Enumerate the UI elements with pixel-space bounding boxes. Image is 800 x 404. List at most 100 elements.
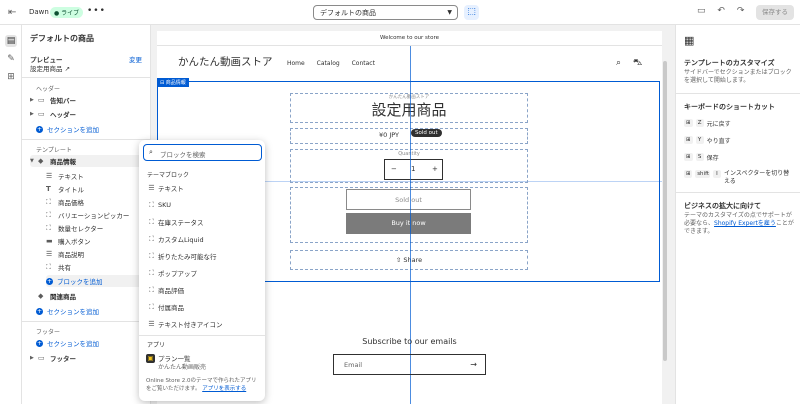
undo-icon[interactable]: ↶	[717, 6, 725, 16]
popover-item-inventory[interactable]: ⛶在庫ステータス	[145, 215, 259, 229]
block-icon: ⛶	[46, 262, 51, 271]
quantity-minus[interactable]: −	[391, 165, 397, 173]
block-icon: ⛶	[149, 302, 154, 311]
sidebar-item-header[interactable]: ▶ ▭ ヘッダー	[30, 110, 76, 119]
add-section-button[interactable]: + セクションを追加	[36, 339, 99, 348]
scrollbar-thumb[interactable]	[663, 61, 667, 361]
drag-handle-icon: ☰	[46, 250, 53, 258]
share-button[interactable]: ⇧ Share	[395, 256, 423, 264]
sold-out-button[interactable]: Sold out	[346, 189, 471, 210]
plus-icon: +	[46, 277, 53, 285]
popover-item-sku[interactable]: ⛶SKU	[145, 198, 259, 212]
preview-product[interactable]: 設定用商品 ↗	[30, 65, 71, 73]
divider	[676, 93, 800, 94]
app-block-subtitle: かんたん動画販売	[158, 364, 207, 371]
block-icon: ⛶	[46, 223, 51, 232]
block-item-quantity[interactable]: ⛶数量セレクター	[46, 223, 104, 234]
inspector-toggle-icon[interactable]: ⬚	[464, 5, 479, 20]
header-icon: ▭	[38, 110, 45, 118]
search-icon[interactable]: ⌕	[616, 58, 622, 68]
nav-catalog[interactable]: Catalog	[316, 60, 340, 67]
help-panel: ▦ テンプレートのカスタマイズ サイドバーでセクションまたはブロックを選択して開…	[675, 25, 800, 404]
tag-icon: ◆	[38, 292, 44, 300]
exit-icon[interactable]: ⇤	[8, 7, 17, 18]
app-block-name[interactable]: プラン一覧	[158, 355, 191, 363]
sidebar-item-footer[interactable]: ▶ ▭ フッター	[30, 354, 76, 363]
popover-item-custom-liquid[interactable]: ⛶カスタムLiquid	[145, 232, 259, 246]
store-logo[interactable]: かんたん動画ストア	[178, 56, 273, 68]
block-search-input[interactable]: ⌕ ブロックを検索	[143, 144, 262, 161]
sidebar-item-related-products[interactable]: ◆ 関連商品	[38, 292, 76, 301]
plus-icon: +	[36, 307, 43, 315]
buy-buttons-block-outline[interactable]	[290, 187, 528, 243]
email-placeholder: Email	[344, 361, 363, 369]
block-icon: ⛶	[149, 217, 154, 226]
popover-item-text[interactable]: ☰テキスト	[145, 181, 259, 195]
divider	[22, 139, 151, 140]
quantity-label: Quantity	[398, 151, 420, 157]
chevron-right-icon: ▶	[30, 111, 34, 117]
share-block-outline[interactable]	[290, 250, 528, 270]
popover-item-icon-with-text[interactable]: ☰テキスト付きアイコン	[145, 317, 259, 331]
theme-blocks-heading: テーマブロック	[147, 172, 190, 179]
popover-item-rating[interactable]: ⛶商品評価	[145, 283, 259, 297]
redo-icon[interactable]: ↷	[736, 6, 745, 16]
template-select[interactable]: デフォルトの商品 ▼	[313, 5, 458, 20]
sold-out-badge: Sold out	[411, 129, 442, 137]
quantity-plus[interactable]: +	[432, 165, 438, 173]
sections-sidebar: デフォルトの商品 プレビュー 変更 設定用商品 ↗ ヘッダー ▶ ▭ 告知バー …	[22, 25, 151, 404]
price-block-outline[interactable]	[290, 128, 528, 144]
nav-home[interactable]: Home	[287, 60, 305, 67]
block-icon: ⛶	[149, 200, 154, 209]
chevron-right-icon: ▶	[30, 355, 34, 361]
divider	[139, 335, 265, 336]
email-field[interactable]: Email →	[333, 354, 486, 375]
add-block-button[interactable]: +ブロックを追加	[46, 275, 143, 287]
announcement-icon: ▭	[38, 96, 45, 104]
hire-expert-link[interactable]: Shopify Expertを雇う	[714, 220, 776, 227]
guide-line-horizontal	[157, 181, 662, 182]
save-button[interactable]: 保存する	[756, 5, 794, 20]
search-icon: ⌕	[149, 148, 153, 156]
desktop-view-icon[interactable]: ▭	[697, 6, 706, 16]
buy-now-button[interactable]: Buy it now	[346, 213, 471, 234]
block-search-placeholder: ブロックを検索	[160, 151, 206, 159]
change-preview-link[interactable]: 変更	[129, 56, 142, 64]
sidebar-item-product-info[interactable]: ▼ ◆ 商品情報	[30, 155, 143, 167]
view-apps-link[interactable]: アプリを表示する	[202, 386, 247, 392]
block-item-price[interactable]: ⛶商品価格	[46, 197, 84, 208]
block-item-description[interactable]: ☰商品説明	[46, 250, 84, 259]
block-item-variant-picker[interactable]: ⛶バリエーションピッカー	[46, 210, 130, 221]
block-icon: ⛶	[149, 285, 154, 294]
sidebar-item-announcement[interactable]: ▶ ▭ 告知バー	[30, 96, 76, 105]
quantity-block-outline[interactable]	[290, 149, 528, 183]
add-section-button[interactable]: + セクションを追加	[36, 125, 99, 134]
theme-settings-icon[interactable]: ✎	[7, 54, 15, 64]
product-title: 設定用商品	[371, 101, 447, 119]
popover-item-complementary[interactable]: ⛶付属商品	[145, 300, 259, 314]
block-item-share[interactable]: ⛶共有	[46, 262, 71, 273]
cart-icon[interactable]: ⛍	[633, 58, 643, 68]
block-icon: ⛶	[46, 197, 51, 206]
app-embeds-icon[interactable]: ⊞	[7, 72, 15, 82]
arrow-right-icon[interactable]: →	[470, 360, 477, 369]
template-group-label: テンプレート	[36, 147, 72, 154]
business-description: テーマのカスタマイズの点でサポートが必要なら、Shopify Expertを雇う…	[684, 212, 794, 235]
block-icon: ⛶	[149, 268, 154, 277]
plus-icon: +	[36, 339, 43, 347]
popover-item-collapsible-row[interactable]: ⛶折りたたみ可能な行	[145, 249, 259, 263]
add-section-button[interactable]: + セクションを追加	[36, 307, 99, 316]
title-block-outline[interactable]	[290, 93, 528, 123]
block-item-buy-buttons[interactable]: ▬購入ボタン	[46, 237, 91, 246]
nav-contact[interactable]: Contact	[351, 60, 375, 67]
popover-item-popup[interactable]: ⛶ポップアップ	[145, 266, 259, 280]
quantity-stepper[interactable]: − 1 +	[384, 159, 443, 180]
more-icon[interactable]: •••	[87, 6, 106, 16]
header-group-label: ヘッダー	[36, 86, 61, 93]
page-title: デフォルトの商品	[30, 34, 94, 43]
block-item-text[interactable]: ☰テキスト	[46, 172, 84, 181]
sections-icon[interactable]: ▤	[5, 35, 17, 47]
